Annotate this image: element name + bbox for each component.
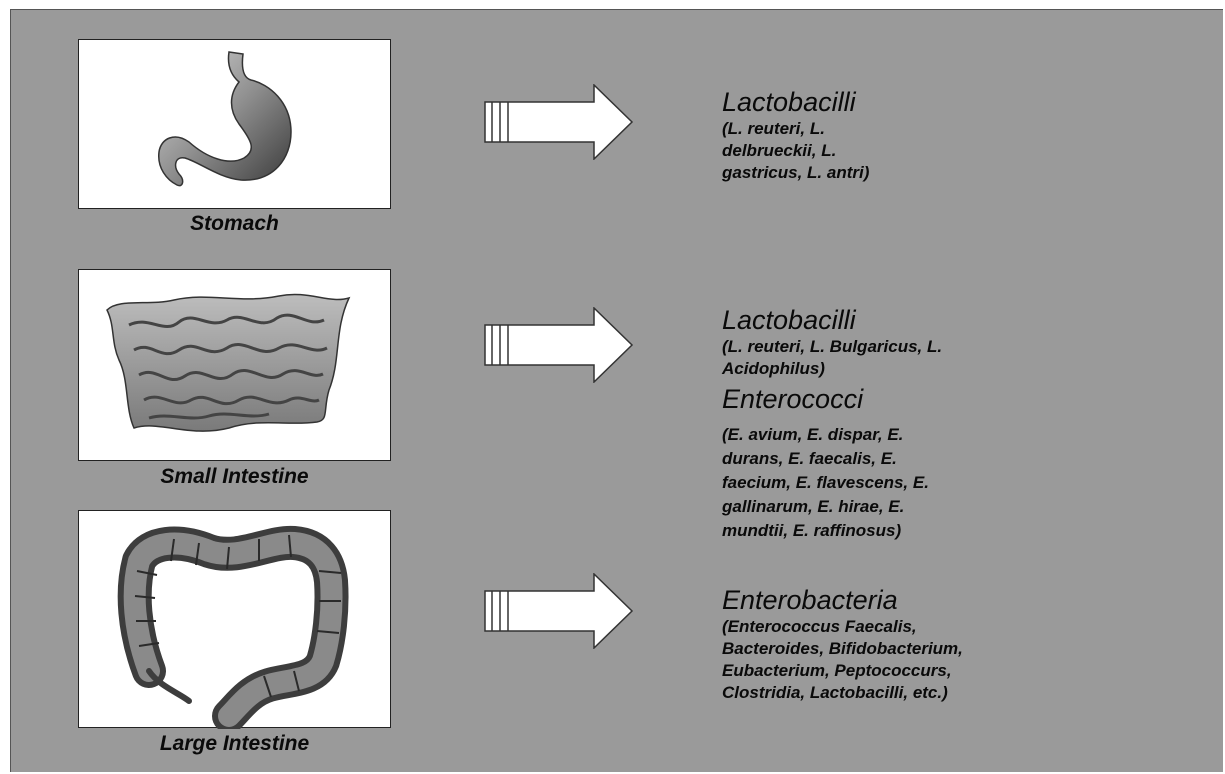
organ-label-small-intestine: Small Intestine	[78, 465, 391, 489]
small-intestine-illustration	[79, 270, 392, 462]
arrow-small-intestine	[484, 307, 634, 383]
bacteria-stomach: Lactobacilli (L. reuteri, L. delbrueckii…	[722, 86, 869, 184]
bacteria-heading: Lactobacilli	[722, 304, 942, 336]
stomach-illustration	[79, 40, 392, 210]
organ-label-stomach: Stomach	[78, 212, 391, 236]
bacteria-heading: Enterobacteria	[722, 584, 963, 616]
bacteria-detail: (E. avium, E. dispar, E. durans, E. faec…	[722, 423, 942, 543]
bacteria-heading: Enterococci	[722, 383, 942, 415]
arrow-stomach	[484, 84, 634, 160]
bacteria-heading: Lactobacilli	[722, 86, 869, 118]
bacteria-small-intestine: Lactobacilli (L. reuteri, L. Bulgaricus,…	[722, 304, 942, 543]
small-intestine-image	[78, 269, 391, 461]
large-intestine-illustration	[79, 511, 392, 729]
bacteria-detail: (L. reuteri, L. Bulgaricus, L. Acidophil…	[722, 336, 942, 380]
organ-label-large-intestine: Large Intestine	[78, 732, 391, 756]
bacteria-detail: (L. reuteri, L. delbrueckii, L. gastricu…	[722, 118, 869, 184]
arrow-large-intestine	[484, 573, 634, 649]
stomach-image	[78, 39, 391, 209]
large-intestine-image	[78, 510, 391, 728]
bacteria-large-intestine: Enterobacteria (Enterococcus Faecalis, B…	[722, 584, 963, 704]
bacteria-detail: (Enterococcus Faecalis, Bacteroides, Bif…	[722, 616, 963, 704]
